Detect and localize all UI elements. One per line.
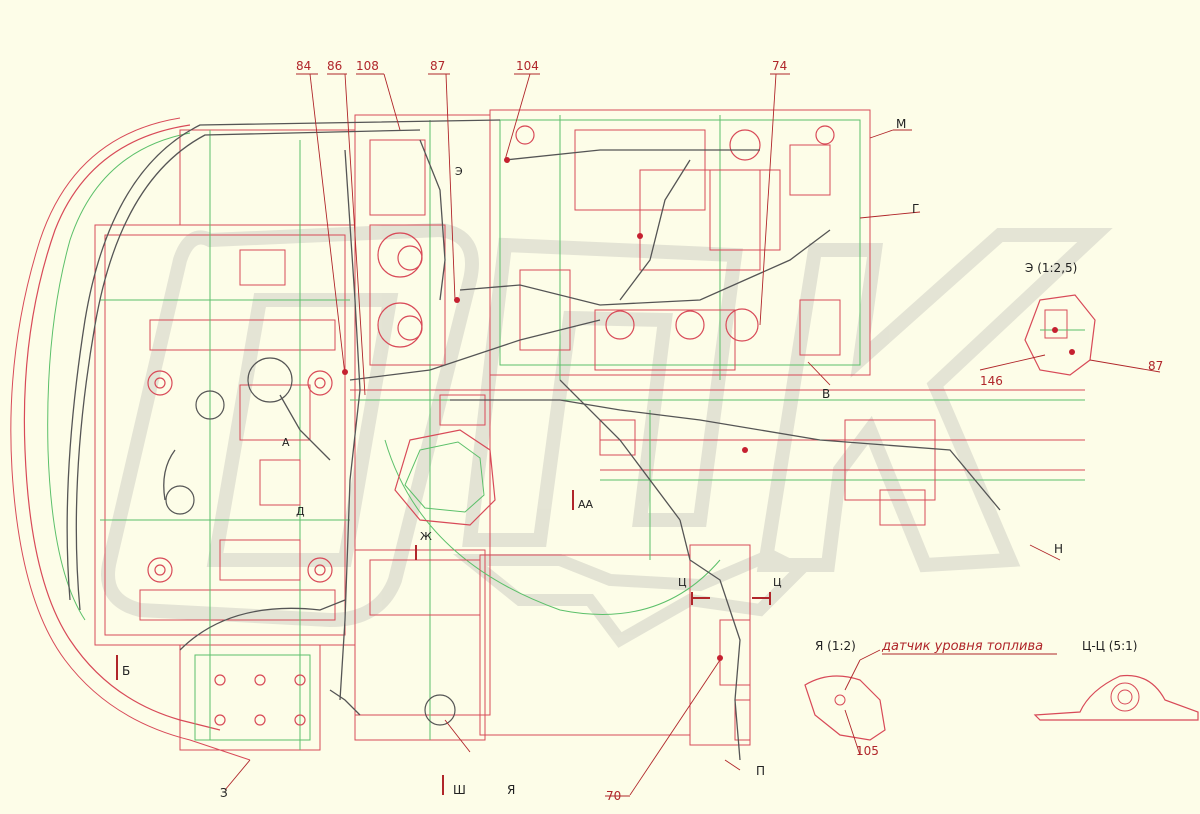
callout-74: 74 bbox=[772, 59, 787, 73]
callout-146: 146 bbox=[980, 374, 1003, 388]
watermark-letter-p bbox=[462, 237, 743, 547]
label-g: Г bbox=[912, 202, 919, 216]
section-markers bbox=[116, 490, 771, 795]
callout-84: 84 bbox=[296, 59, 311, 73]
label-e: Э bbox=[455, 165, 463, 178]
label-n: Н bbox=[1054, 542, 1063, 556]
label-m: М bbox=[896, 117, 906, 131]
letter-labels: М Г В Н Б З Я Ш П Э А Д Ж АА Ц Ц bbox=[122, 117, 1063, 800]
label-ts-right: Ц bbox=[773, 576, 782, 589]
label-z: З bbox=[220, 786, 228, 800]
callouts: 84 86 108 87 104 74 87 146 105 70 bbox=[296, 59, 1163, 803]
view-ya-title: Я (1:2) bbox=[815, 639, 856, 653]
detail-view-ya bbox=[804, 675, 886, 741]
watermark-gear bbox=[452, 548, 811, 648]
cab-contour bbox=[10, 117, 251, 761]
callout-105: 105 bbox=[856, 744, 879, 758]
chassis-frame bbox=[94, 109, 1085, 751]
fuel-sensor-note: датчик уровня топлива bbox=[881, 639, 1043, 654]
callout-108: 108 bbox=[356, 59, 379, 73]
label-d: Д bbox=[296, 505, 305, 518]
label-p: П bbox=[756, 764, 765, 778]
components bbox=[219, 129, 841, 741]
callout-70: 70 bbox=[606, 789, 621, 803]
tank-polygon bbox=[394, 429, 496, 526]
label-b: Б bbox=[122, 664, 130, 678]
label-ts-left: Ц bbox=[678, 576, 687, 589]
label-a: А bbox=[282, 436, 290, 449]
callout-87-top: 87 bbox=[430, 59, 445, 73]
connection-dots bbox=[342, 157, 1075, 661]
watermark-letter-o bbox=[101, 222, 479, 628]
label-ya: Я bbox=[507, 783, 515, 797]
view-ts-title: Ц-Ц (5:1) bbox=[1082, 639, 1137, 653]
cable-harness bbox=[66, 119, 1001, 761]
label-sh: Ш bbox=[453, 783, 466, 797]
view-e-title: Э (1:2,5) bbox=[1025, 261, 1077, 275]
label-zh: Ж bbox=[420, 530, 432, 543]
callout-86: 86 bbox=[327, 59, 342, 73]
label-aa: АА bbox=[578, 498, 594, 511]
label-v: В bbox=[822, 387, 830, 401]
circular-parts bbox=[147, 125, 835, 726]
detail-view-e bbox=[1024, 294, 1096, 376]
detail-view-ts bbox=[1033, 674, 1199, 721]
green-guide-lines bbox=[100, 115, 721, 750]
callout-104: 104 bbox=[516, 59, 539, 73]
watermark bbox=[101, 222, 1113, 648]
callout-87-right: 87 bbox=[1148, 359, 1163, 373]
leader-lines bbox=[224, 73, 1161, 797]
view-titles: Э (1:2,5) Я (1:2) Ц-Ц (5:1) датчик уровн… bbox=[815, 261, 1137, 655]
tank-polygon-inner bbox=[404, 441, 485, 513]
